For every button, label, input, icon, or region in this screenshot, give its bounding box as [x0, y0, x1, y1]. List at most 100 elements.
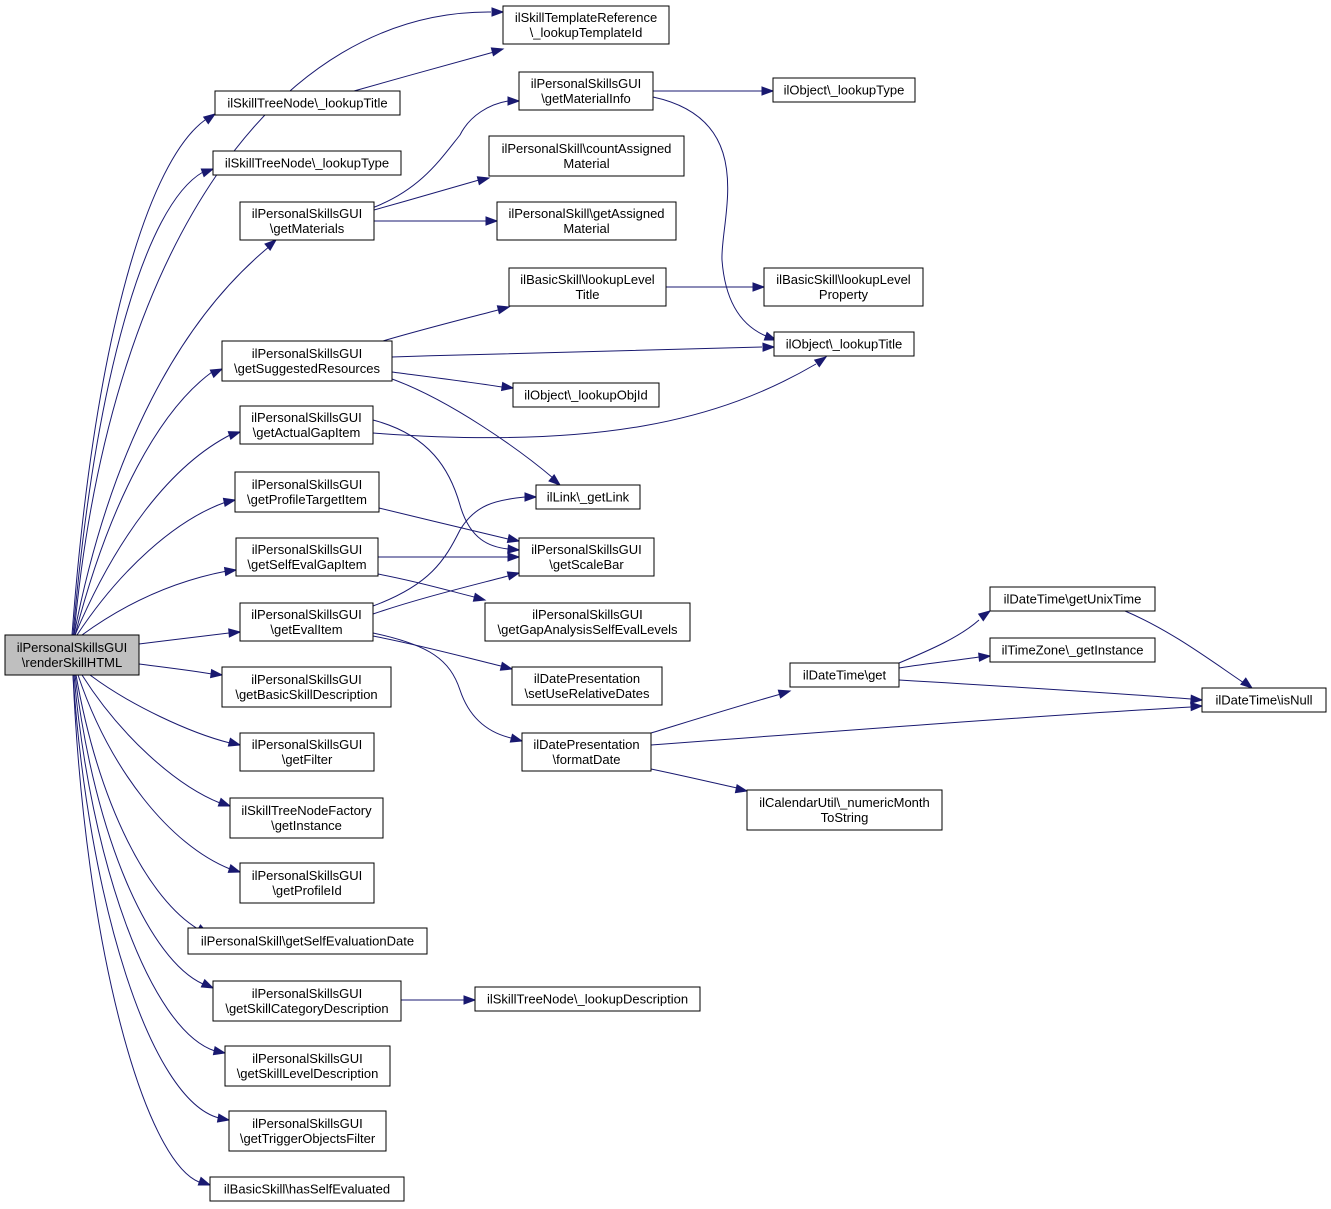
node-label: ilSkillTreeNodeFactory [241, 803, 372, 818]
arrowhead-icon [222, 497, 237, 508]
edge-n17-n18 [377, 552, 521, 562]
node-box [1201, 687, 1327, 713]
function-node[interactable]: ilPersonalSkillsGUI\getScaleBar [518, 537, 655, 577]
node-box [502, 5, 670, 45]
edge-n14-n18 [372, 419, 521, 554]
arrowhead-icon [223, 566, 238, 577]
node-label: Property [819, 287, 869, 302]
node-box [535, 484, 641, 510]
function-node[interactable]: ilPersonalSkillsGUI\getSelfEvalGapItem [235, 537, 379, 577]
edge-line [373, 179, 480, 211]
function-node[interactable]: ilObject\_lookupObjId [512, 382, 660, 408]
edge-line [372, 419, 509, 550]
edge-n24-n26 [1124, 610, 1254, 689]
function-node[interactable]: ilSkillTemplateReference\_lookupTemplate… [502, 5, 670, 45]
node-label: \setUseRelativeDates [525, 686, 650, 701]
function-node[interactable]: ilPersonalSkillsGUI\getMaterials [239, 201, 375, 241]
edge-line [72, 171, 204, 636]
function-node[interactable]: ilBasicSkill\hasSelfEvaluated [209, 1176, 405, 1202]
node-label: ilPersonalSkillsGUI [252, 986, 363, 1001]
node-label: ilSkillTreeNode\_lookupType [225, 156, 389, 171]
function-node[interactable]: ilSkillTreeNode\_lookupType [212, 150, 402, 176]
edge-line [74, 371, 213, 636]
node-label: \getEvalItem [270, 622, 342, 637]
node-box [746, 789, 943, 831]
function-node[interactable]: ilPersonalSkillsGUI\getActualGapItem [239, 405, 374, 445]
node-box [239, 602, 374, 642]
function-node[interactable]: ilPersonalSkillsGUI\getBasicSkillDescrip… [221, 666, 392, 708]
edge-line [652, 96, 767, 337]
edges-layer [71, 7, 1254, 1186]
arrowhead-icon [202, 113, 217, 125]
edge-n0-n35 [73, 674, 227, 1056]
node-box [989, 586, 1156, 612]
node-label: \getProfileId [272, 883, 341, 898]
function-node[interactable]: ilDatePresentation\setUseRelativeDates [511, 666, 663, 706]
function-node[interactable]: ilPersonalSkillsGUI\getSuggestedResource… [221, 340, 393, 382]
edge-n0-n15 [76, 497, 237, 636]
function-node[interactable]: ilPersonalSkillsGUI\getSkillLevelDescrip… [224, 1045, 391, 1087]
node-label: ilPersonalSkillsGUI [251, 607, 362, 622]
root-node[interactable]: ilPersonalSkillsGUI\renderSkillHTML [4, 634, 140, 676]
edge-n11-n13 [391, 371, 515, 392]
function-node[interactable]: ilPersonalSkillsGUI\getEvalItem [239, 602, 374, 642]
function-node[interactable]: ilDatePresentation\formatDate [521, 732, 652, 772]
node-box [239, 862, 375, 904]
edge-n0-n3 [72, 168, 215, 636]
node-label: ilPersonalSkillsGUI [252, 1051, 363, 1066]
function-node[interactable]: ilPersonalSkillsGUI\getTriggerObjectsFil… [228, 1110, 387, 1152]
node-box [772, 77, 916, 103]
function-node[interactable]: ilPersonalSkillsGUI\getMaterialInfo [518, 71, 654, 111]
function-node[interactable]: ilSkillTreeNode\_lookupTitle [214, 90, 401, 116]
edge-n0-n37 [72, 674, 212, 1186]
arrowhead-icon [491, 7, 505, 17]
edge-line [372, 635, 502, 667]
arrowhead-icon [264, 239, 278, 252]
arrowhead-icon [507, 552, 521, 562]
node-label: ilBasicSkill\lookupLevel [520, 272, 655, 287]
edge-line [81, 674, 221, 804]
edge-n0-n32 [75, 674, 210, 935]
edge-line [898, 679, 1192, 700]
edge-n23-n25 [898, 652, 992, 669]
function-node[interactable]: ilPersonalSkillsGUI\getProfileTargetItem [234, 471, 380, 513]
function-node[interactable]: ilPersonalSkillsGUI\getFilter [239, 732, 375, 772]
function-node[interactable]: ilTimeZone\_getInstance [989, 637, 1156, 663]
edge-n0-n14 [74, 431, 242, 636]
arrowhead-icon [500, 381, 515, 392]
function-node[interactable]: ilDateTime\getUnixTime [989, 586, 1156, 612]
function-node[interactable]: ilPersonalSkillsGUI\getGapAnalysisSelfEv… [484, 602, 691, 642]
node-box [221, 666, 392, 708]
arrowhead-icon [813, 356, 828, 368]
edge-line [371, 100, 509, 209]
edge-n19-n16 [372, 492, 538, 607]
function-node[interactable]: ilPersonalSkill\getSelfEvaluationDate [187, 927, 428, 955]
edge-line [72, 674, 200, 1183]
arrowhead-icon [472, 592, 487, 602]
function-node[interactable]: ilPersonalSkillsGUI\getSkillCategoryDesc… [212, 980, 402, 1022]
edge-n15-n18 [378, 507, 521, 544]
function-node[interactable]: ilDateTime\get [789, 662, 900, 688]
node-label: \getSelfEvalGapItem [247, 557, 366, 572]
arrowhead-icon [506, 571, 521, 581]
arrowhead-icon [200, 978, 215, 989]
function-node[interactable]: ilDateTime\isNull [1201, 687, 1327, 713]
edge-line [77, 674, 231, 870]
edge-line [89, 674, 231, 744]
node-label: ilDatePresentation [534, 671, 640, 686]
node-label: ilPersonalSkill\getSelfEvaluationDate [201, 934, 414, 949]
function-node[interactable]: ilSkillTreeNodeFactory\getInstance [229, 797, 384, 839]
edge-n11-n12 [391, 342, 776, 358]
function-node[interactable]: ilObject\_lookupTitle [773, 331, 915, 357]
function-node[interactable]: ilSkillTreeNode\_lookupDescription [474, 986, 701, 1012]
edge-line [391, 378, 554, 479]
node-label: Material [563, 156, 609, 171]
function-node[interactable]: ilLink\_getLink [535, 484, 641, 510]
function-node[interactable]: ilPersonalSkillsGUI\getProfileId [239, 862, 375, 904]
function-node[interactable]: ilObject\_lookupType [772, 77, 916, 103]
